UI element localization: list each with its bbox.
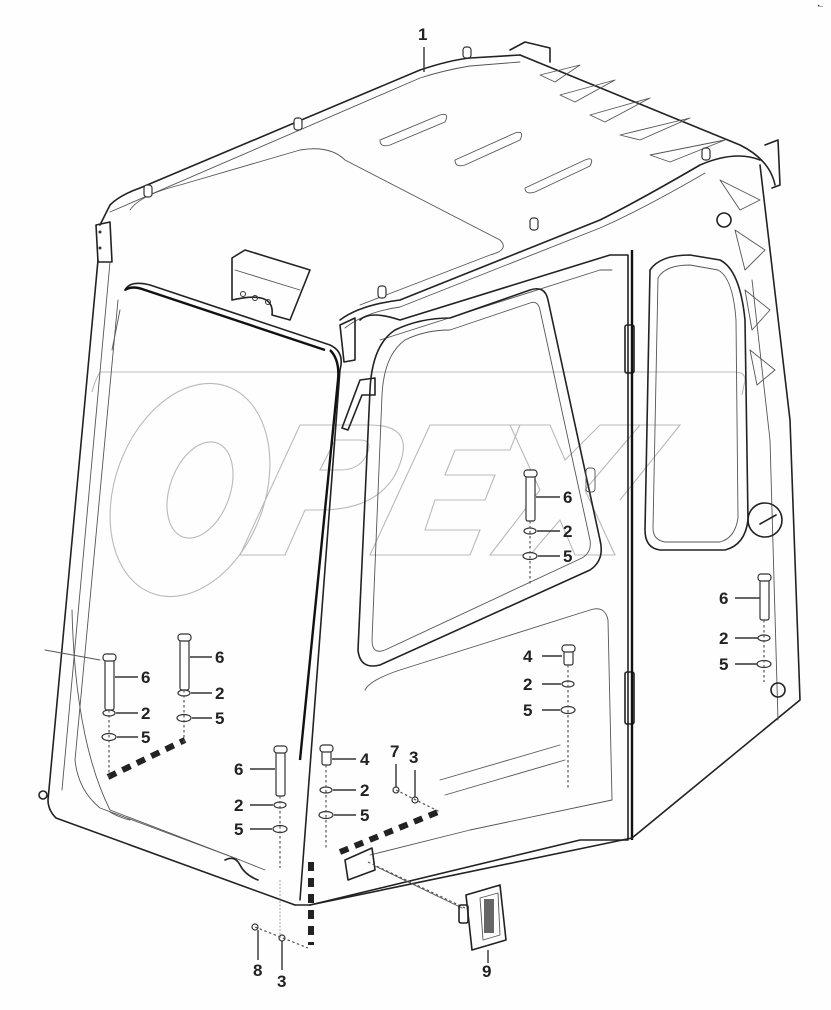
callout-2: 2 xyxy=(719,629,728,648)
callout-2: 2 xyxy=(215,684,224,703)
fastener-stack-right-side xyxy=(735,573,772,682)
callout-2: 2 xyxy=(360,781,369,800)
fastener-stack-center-pillar xyxy=(250,745,288,940)
door-lock-striker xyxy=(344,847,507,963)
install-path-markers xyxy=(106,737,440,945)
fastener-stack-door-bottom xyxy=(318,744,356,850)
callout-6: 6 xyxy=(563,488,572,507)
callout-3: 3 xyxy=(409,748,418,767)
callout-5: 5 xyxy=(360,806,369,825)
callout-5: 5 xyxy=(719,655,728,674)
screw-washer-lower xyxy=(251,923,309,970)
callout-5: 5 xyxy=(523,701,532,720)
callout-8: 8 xyxy=(253,961,262,980)
callout-4: 4 xyxy=(360,750,370,769)
callout-6: 6 xyxy=(234,760,243,779)
fastener-stack-door-upper xyxy=(522,469,560,585)
callout-6: 6 xyxy=(719,589,728,608)
callout-5: 5 xyxy=(563,547,572,566)
callout-2: 2 xyxy=(563,522,572,541)
callout-7: 7 xyxy=(390,742,399,761)
callout-6: 6 xyxy=(141,668,150,687)
callout-labels: 1 6 2 5 6 2 5 6 2 5 6 2 5 4 2 5 7 3 4 2 … xyxy=(141,25,728,991)
corner-mark: •– xyxy=(817,4,823,10)
callout-9: 9 xyxy=(482,962,491,981)
fastener-stack-left-upper xyxy=(176,633,212,745)
callout-2: 2 xyxy=(234,796,243,815)
fastener-stack-left-lower xyxy=(101,653,138,780)
callout-6: 6 xyxy=(215,648,224,667)
fastener-stack-door-panel xyxy=(542,644,576,790)
callout-5: 5 xyxy=(141,728,150,747)
callout-2: 2 xyxy=(141,704,150,723)
callout-2: 2 xyxy=(523,675,532,694)
callout-1: 1 xyxy=(418,25,427,44)
cab-frame xyxy=(38,41,801,906)
roof-post xyxy=(143,46,711,299)
callout-5: 5 xyxy=(215,709,224,728)
callout-3: 3 xyxy=(277,972,286,991)
screw-washer-upper xyxy=(392,764,441,813)
callout-4: 4 xyxy=(523,647,533,666)
roof-bracket xyxy=(231,249,311,321)
callout-5: 5 xyxy=(234,820,243,839)
